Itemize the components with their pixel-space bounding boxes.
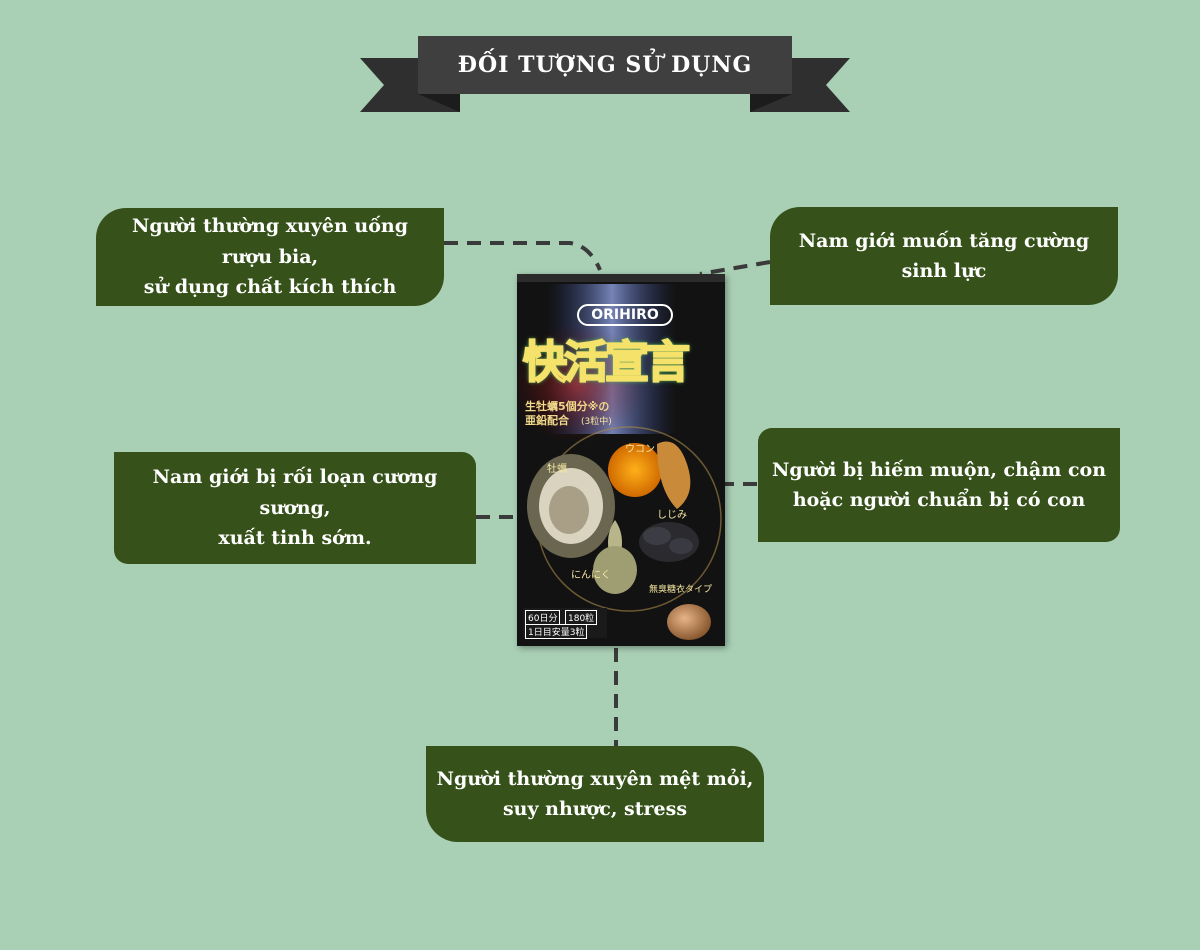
product-name: 快活宣言: [522, 336, 691, 389]
product-subtitle-note: (3粒中): [581, 417, 612, 427]
audience-item-text: Người thường xuyên uống rượu bia, sử dụn…: [131, 215, 409, 299]
title-banner: ĐỐI TƯỢNG SỬ DỤNG: [360, 36, 850, 116]
product-subtitle-1: 生牡蠣5個分※の: [525, 400, 610, 413]
product-image: ORIHIRO 快活宣言 生牡蠣5個分※の 亜鉛配合 (3粒中) 牡蠣 ウコン …: [517, 274, 725, 646]
audience-item-vitality: Nam giới muốn tăng cường sinh lực: [770, 207, 1118, 305]
count-badge: 180粒: [565, 610, 598, 625]
audience-item-dysfunction: Nam giới bị rối loạn cương sương, xuất t…: [114, 452, 476, 564]
page-title: ĐỐI TƯỢNG SỬ DỤNG: [457, 52, 753, 78]
ingredient-turmeric-label: ウコン: [625, 444, 655, 455]
product-subtitle-2: 亜鉛配合: [525, 414, 569, 427]
banner-ribbon: [360, 36, 850, 112]
audience-item-alcohol: Người thường xuyên uống rượu bia, sử dụn…: [96, 208, 444, 306]
dosage-badge: 1日目安量3粒: [525, 624, 588, 639]
audience-item-fertility: Người bị hiếm muộn, chậm con hoặc người …: [758, 428, 1120, 542]
product-artwork: [517, 274, 725, 646]
audience-item-text: Nam giới bị rối loạn cương sương, xuất t…: [152, 466, 438, 550]
audience-item-text: Người bị hiếm muộn, chậm con hoặc người …: [771, 458, 1107, 511]
audience-item-text: Người thường xuyên mệt mỏi, suy nhược, s…: [436, 767, 754, 820]
audience-item-fatigue: Người thường xuyên mệt mỏi, suy nhược, s…: [426, 746, 764, 842]
days-badge: 60日分: [525, 610, 561, 625]
brand-logo: ORIHIRO: [577, 304, 673, 326]
audience-item-text: Nam giới muốn tăng cường sinh lực: [798, 229, 1090, 282]
ingredient-garlic-label: にんにく: [571, 570, 611, 581]
capsule-type-label: 無臭糖衣タイプ: [649, 585, 713, 595]
ingredient-clam-label: しじみ: [657, 510, 687, 521]
ingredient-oyster-label: 牡蠣: [547, 464, 567, 475]
